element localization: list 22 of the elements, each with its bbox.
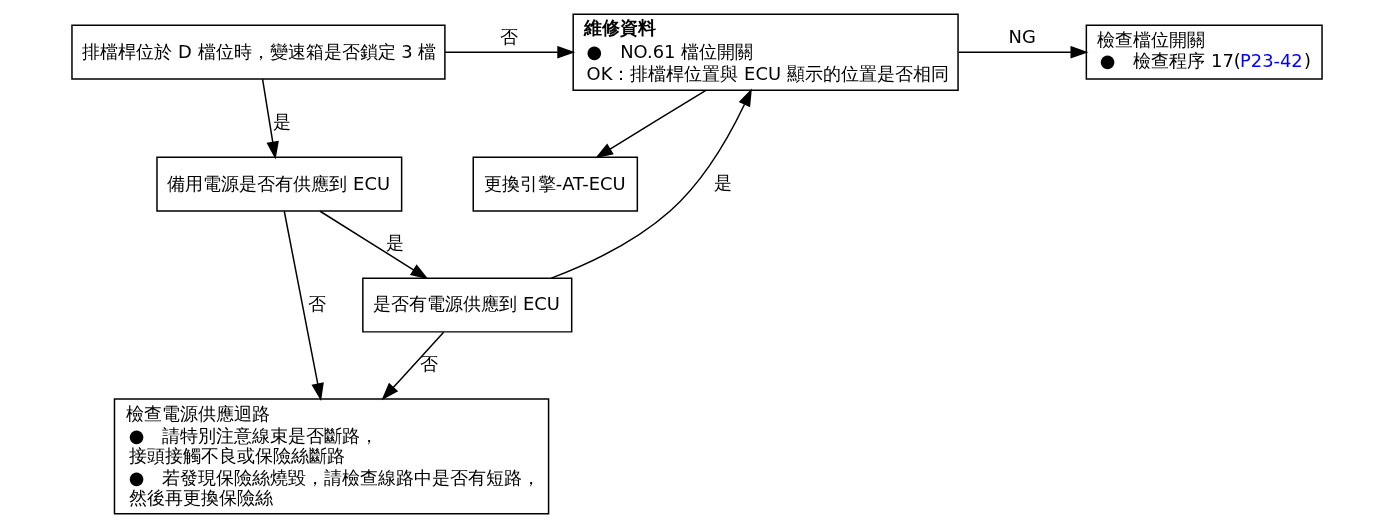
arrow xyxy=(443,45,575,59)
edge-label: 否 xyxy=(419,353,438,375)
arrow xyxy=(550,88,752,279)
edge-label: 是 xyxy=(385,232,404,254)
arrow xyxy=(283,210,324,402)
node-box: 備用電源是否有供應到 ECU xyxy=(155,156,402,212)
edge-label: 是 xyxy=(713,171,732,193)
edge-label: 否 xyxy=(499,25,518,47)
node-box: 更換引擎-AT-ECU xyxy=(472,156,638,212)
arrow xyxy=(957,45,1088,59)
arrow xyxy=(594,89,707,159)
node-box: 排檔桿位於 D 檔位時，變速箱是否鎖定 3 檔 xyxy=(70,24,446,80)
arrow xyxy=(261,78,279,160)
edge-label: 是 xyxy=(272,111,291,133)
arrow xyxy=(381,331,444,401)
edge-label: 否 xyxy=(307,292,326,314)
node-box: 是否有電源供應到 ECU xyxy=(361,277,572,333)
node-box: 檢查電源供應迴路 ● 請特別注意線束是否斷路，接頭接觸不良或保險絲斷路 ● 若發現保險絲燒毀，請檢查線路中是否有短路，然後再更換保險絲 xyxy=(113,398,549,515)
edge-label: NG xyxy=(1008,25,1036,47)
node-box: 維修資料 ● NO.61 檔位開關 OK：排檔桿位置與 ECU 顯示的位置是否相同 xyxy=(571,13,959,91)
node-box: 檢查檔位開關 ● 檢查程序 17(P23-42) xyxy=(1085,24,1323,80)
arrow xyxy=(318,210,428,280)
